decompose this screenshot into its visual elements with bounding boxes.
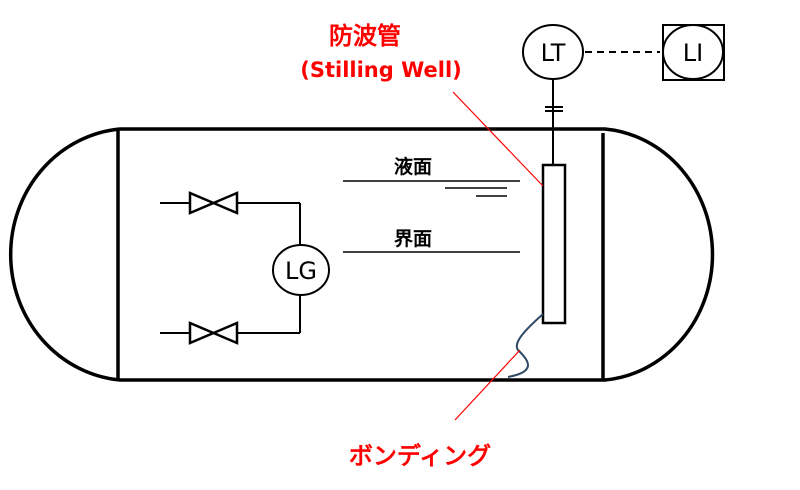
vessel bbox=[8, 127, 715, 382]
valve-lower bbox=[188, 321, 239, 345]
liquid-level-line bbox=[343, 180, 520, 197]
stilling-well bbox=[541, 163, 567, 325]
stilling-well-leader bbox=[452, 91, 544, 187]
level-gauge-circle bbox=[272, 244, 330, 296]
interface-level-label: 界面 bbox=[394, 228, 432, 250]
level-indicator-circle bbox=[662, 24, 724, 80]
liquid-level-label: 液面 bbox=[394, 155, 432, 178]
level-gauge-label: LG bbox=[285, 257, 317, 285]
valve-upper bbox=[188, 191, 239, 215]
transmitter-connection bbox=[545, 79, 563, 165]
bonding-leader bbox=[454, 349, 521, 421]
stilling-well-title-jp: 防波管 bbox=[329, 22, 401, 50]
stilling-well-title-en: (Stilling Well) bbox=[300, 58, 462, 82]
level-indicator-label: LI bbox=[683, 39, 703, 67]
bonding-title: ボンディング bbox=[349, 442, 491, 470]
bonding-wire bbox=[507, 313, 544, 378]
level-transmitter-label: LT bbox=[541, 39, 566, 67]
level-transmitter-circle bbox=[522, 24, 584, 80]
